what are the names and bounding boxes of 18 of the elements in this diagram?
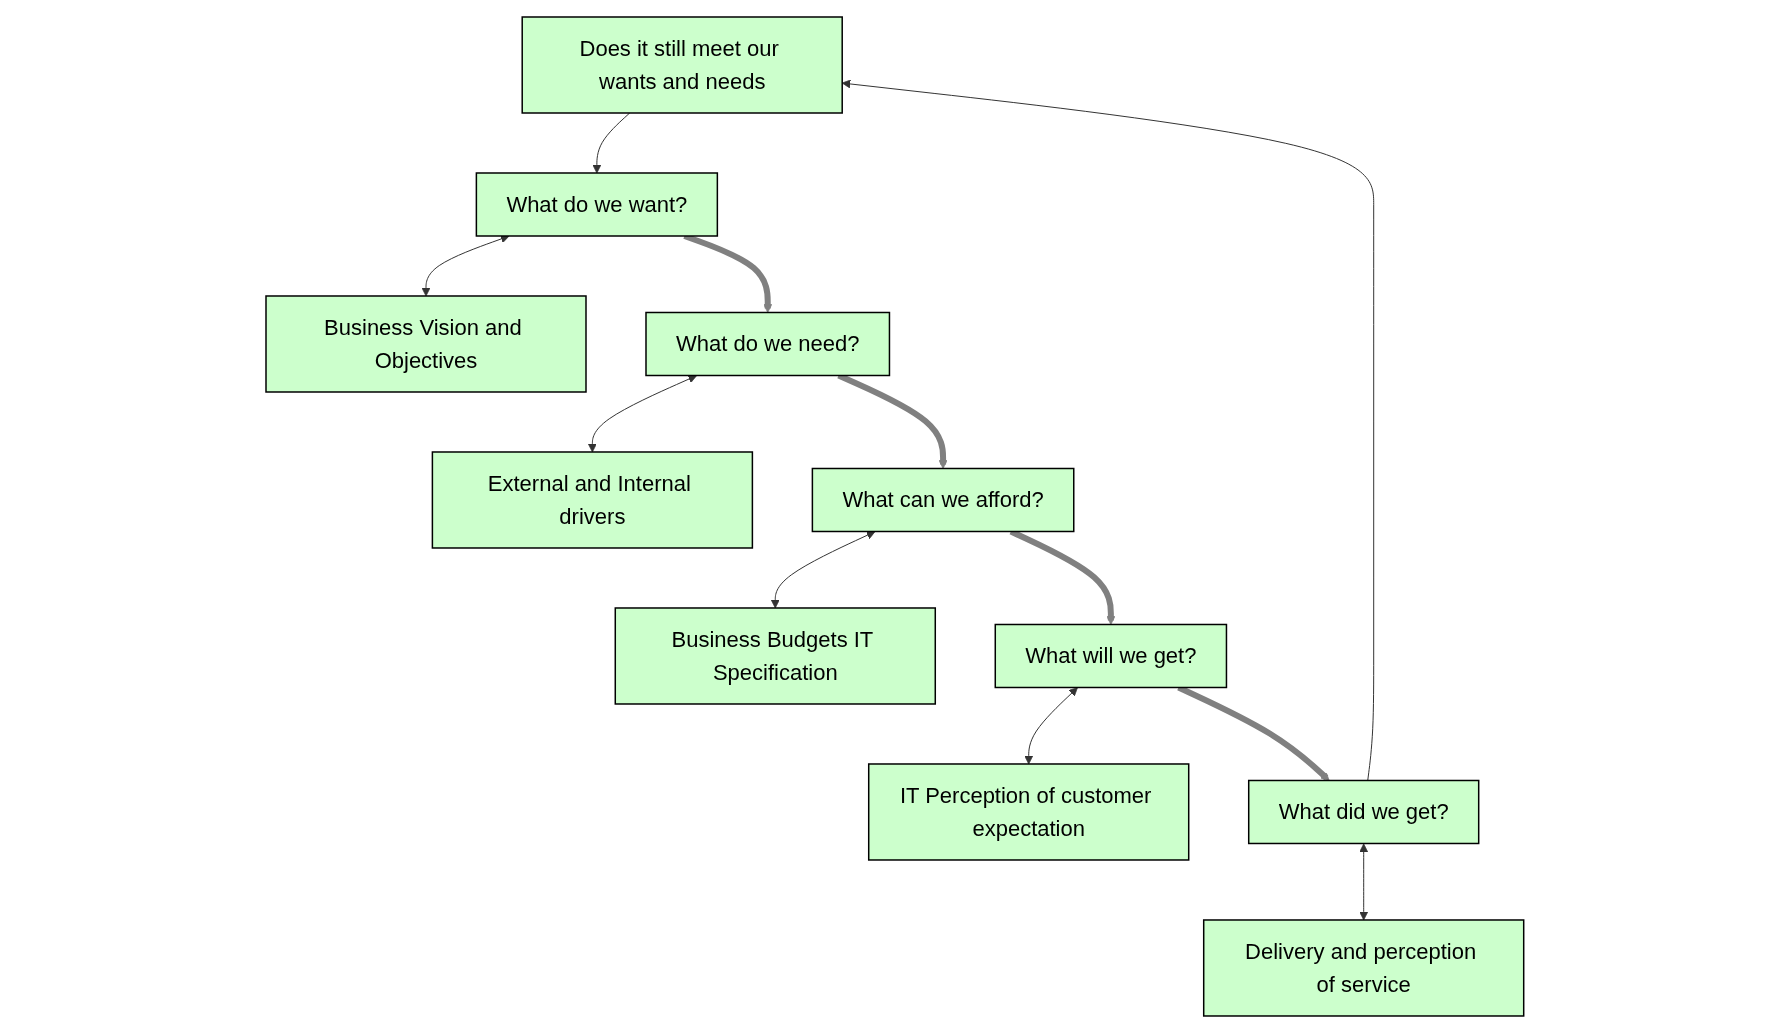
node-box: Delivery and perception of service [1202, 918, 1525, 1017]
node-box: IT Perception of customer expectation [867, 762, 1190, 861]
node-box: Does it still meet our wants and needs [521, 15, 843, 114]
node-box: What do we want? [475, 171, 718, 237]
node-box: What will we get? [994, 623, 1227, 688]
arrow [592, 112, 630, 173]
node-box: What can we afford? [811, 467, 1075, 532]
arrow [770, 530, 875, 608]
arrow [587, 374, 697, 452]
node-box: What did we get? [1247, 779, 1480, 844]
arrow [421, 234, 509, 296]
node-box: What do we need? [644, 311, 890, 376]
arrow [1023, 686, 1078, 764]
arrow [841, 79, 1374, 781]
node-box: External and Internal drivers [431, 450, 753, 549]
node-box: Business Vision and Objectives [264, 294, 587, 393]
arrow [1358, 843, 1368, 920]
node-box: Business Budgets IT Specification [614, 606, 936, 705]
